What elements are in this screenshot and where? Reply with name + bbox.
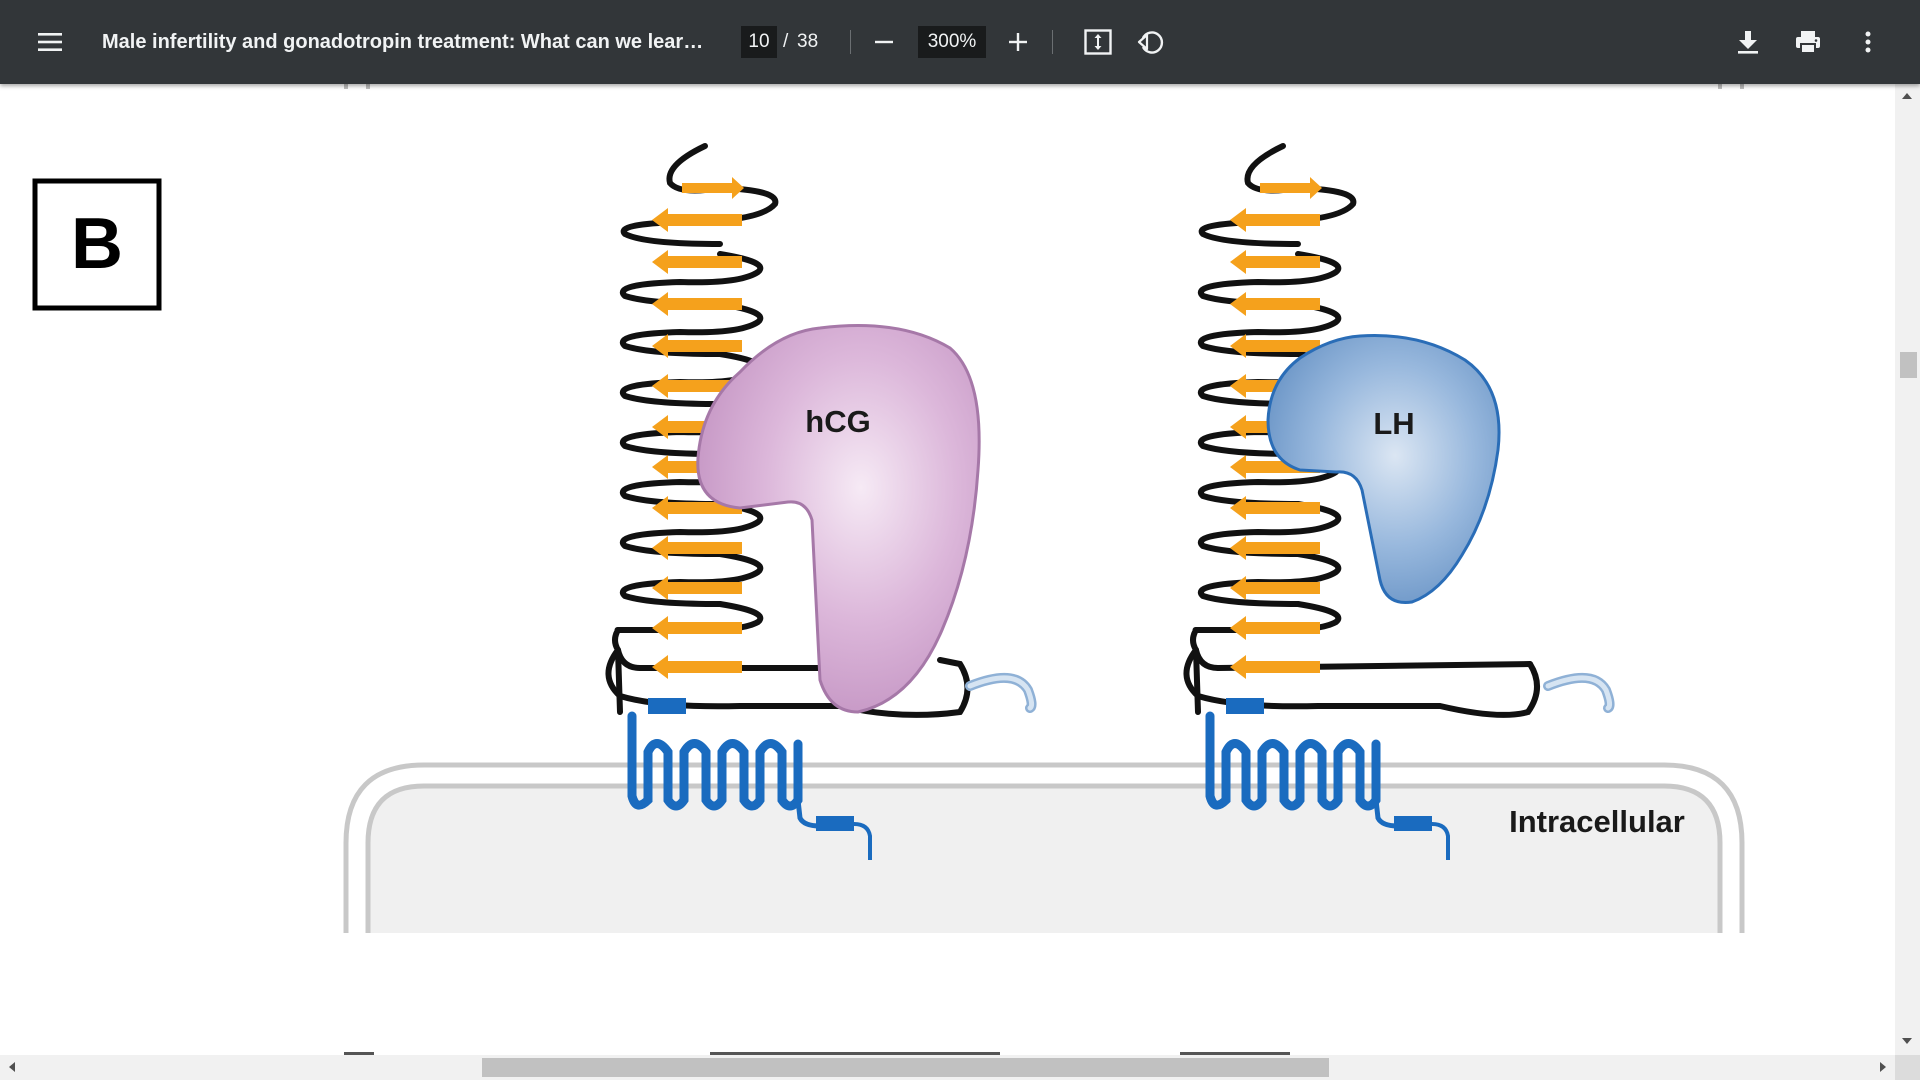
panel-label: B bbox=[71, 204, 123, 284]
panel-label-box: B bbox=[32, 178, 162, 311]
page-separator: / bbox=[783, 31, 789, 52]
page-count: 38 bbox=[797, 31, 819, 52]
rotate-counterclockwise-icon bbox=[1137, 31, 1164, 54]
toolbar-divider bbox=[850, 30, 851, 54]
zoom-out-button[interactable] bbox=[864, 22, 904, 62]
cell-membrane bbox=[343, 762, 1745, 933]
receptor-figure: B bbox=[32, 84, 1745, 1055]
intracellular-label: Intracellular bbox=[1509, 804, 1685, 839]
scroll-left-arrow-icon[interactable] bbox=[9, 1062, 15, 1072]
more-vertical-icon bbox=[1865, 31, 1871, 53]
zoom-level-input[interactable] bbox=[918, 26, 986, 58]
horizontal-scrollbar-thumb[interactable] bbox=[482, 1058, 1329, 1077]
download-button[interactable] bbox=[1728, 22, 1768, 62]
lh-ligand bbox=[1266, 334, 1501, 605]
scroll-right-arrow-icon[interactable] bbox=[1880, 1062, 1886, 1072]
vertical-scrollbar-thumb[interactable] bbox=[1900, 352, 1917, 378]
beta-strand-arrows bbox=[1230, 177, 1322, 679]
print-icon bbox=[1796, 31, 1820, 54]
plus-icon bbox=[1009, 33, 1027, 51]
fit-to-page-button[interactable] bbox=[1078, 22, 1118, 62]
scroll-up-arrow-icon[interactable] bbox=[1902, 93, 1912, 99]
print-button[interactable] bbox=[1788, 22, 1828, 62]
pdf-toolbar: Male infertility and gonadotropin treatm… bbox=[0, 0, 1920, 84]
lh-receptor-complex: LH bbox=[1183, 143, 1615, 860]
more-options-button[interactable] bbox=[1848, 22, 1888, 62]
download-icon bbox=[1738, 31, 1758, 54]
hcg-label: hCG bbox=[805, 404, 870, 439]
scrollbar-corner bbox=[1895, 1055, 1920, 1080]
hamburger-menu-icon bbox=[38, 33, 62, 51]
document-title: Male infertility and gonadotropin treatm… bbox=[102, 31, 712, 53]
minus-icon bbox=[875, 40, 893, 44]
vertical-scrollbar[interactable] bbox=[1895, 84, 1920, 1055]
menu-button[interactable] bbox=[30, 22, 70, 62]
page-number-input[interactable] bbox=[741, 26, 777, 58]
scroll-down-arrow-icon[interactable] bbox=[1902, 1038, 1912, 1044]
hcg-ligand bbox=[696, 324, 981, 714]
zoom-in-button[interactable] bbox=[998, 22, 1038, 62]
horizontal-scrollbar[interactable] bbox=[0, 1055, 1895, 1080]
beta-strand-arrows bbox=[652, 177, 744, 679]
fit-to-page-icon bbox=[1084, 29, 1112, 55]
toolbar-divider bbox=[1052, 30, 1053, 54]
lh-label: LH bbox=[1373, 406, 1414, 441]
rotate-button[interactable] bbox=[1131, 22, 1171, 62]
pdf-viewer-area[interactable]: B bbox=[0, 84, 1895, 1055]
hcg-receptor-complex: hCG bbox=[605, 143, 1037, 860]
